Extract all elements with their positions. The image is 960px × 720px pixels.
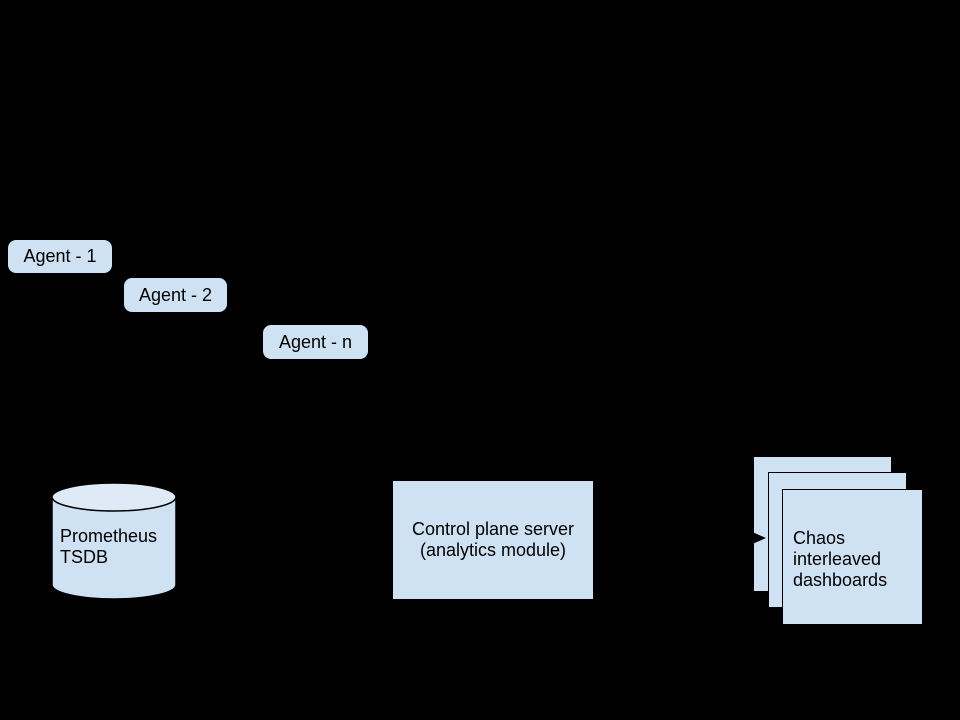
- connector-server-to-dashboards: [593, 539, 751, 541]
- control-plane-server-node: Control plane server (analytics module): [393, 481, 593, 599]
- prometheus-tsdb-label: Prometheus TSDB: [60, 526, 157, 568]
- prometheus-tsdb-node: Prometheus TSDB: [51, 482, 177, 602]
- prometheus-tsdb-label-line1: Prometheus: [60, 526, 158, 546]
- control-plane-label-line1: Control plane server: [411, 519, 575, 539]
- agent-1-node: Agent - 1: [8, 240, 112, 273]
- database-cylinder-icon: [51, 482, 177, 600]
- dashboards-label-line1: Chaos: [793, 528, 846, 548]
- control-plane-label-line2: (analytics module): [419, 540, 567, 560]
- prometheus-tsdb-label-line2: TSDB: [60, 547, 109, 567]
- agent-1-label: Agent - 1: [23, 246, 97, 266]
- agent-n-label: Agent - n: [278, 331, 353, 352]
- agent-n-node: Agent - n: [263, 325, 368, 359]
- dashboard-card-front: Chaos interleaved dashboards: [782, 489, 923, 625]
- arrow-head-icon: [750, 531, 766, 545]
- agent-2-node: Agent - 2: [124, 278, 227, 312]
- agent-2-label: Agent - 2: [138, 284, 213, 305]
- dashboards-label: Chaos interleaved dashboards: [793, 528, 887, 591]
- dashboards-label-line3: dashboards: [793, 570, 888, 590]
- dashboards-label-line2: interleaved: [793, 549, 882, 569]
